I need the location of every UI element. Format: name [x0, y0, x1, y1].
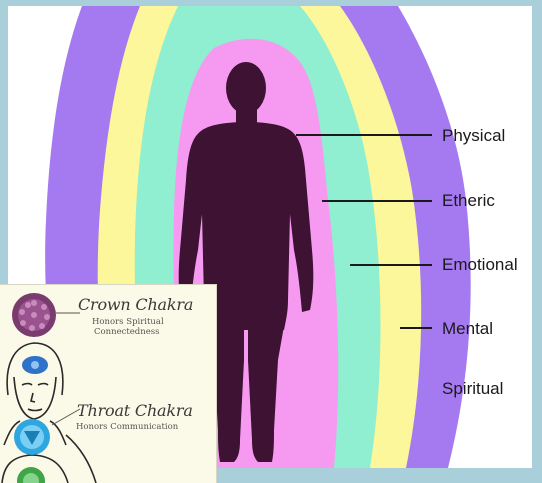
- label-mental: Mental: [442, 319, 493, 339]
- label-spiritual: Spiritual: [442, 379, 503, 399]
- crown-chakra-icon: [12, 293, 56, 337]
- heart-chakra-icon: [17, 467, 45, 483]
- throat-chakra-icon: [14, 419, 50, 455]
- crown-chakra-title: Crown Chakra: [78, 295, 193, 314]
- label-etheric: Etheric: [442, 191, 495, 211]
- third-eye-chakra-icon: [22, 356, 48, 374]
- label-physical: Physical: [442, 126, 505, 146]
- throat-chakra-desc: Honors Communication: [76, 422, 178, 432]
- crown-chakra-desc-1: Honors Spiritual: [92, 317, 164, 327]
- crown-chakra-desc-2: Connectedness: [94, 327, 159, 337]
- chakra-illustration: [0, 285, 216, 483]
- throat-chakra-title: Throat Chakra: [77, 401, 193, 420]
- label-emotional: Emotional: [442, 255, 518, 275]
- chakra-inset: Crown Chakra Honors Spiritual Connectedn…: [0, 284, 217, 483]
